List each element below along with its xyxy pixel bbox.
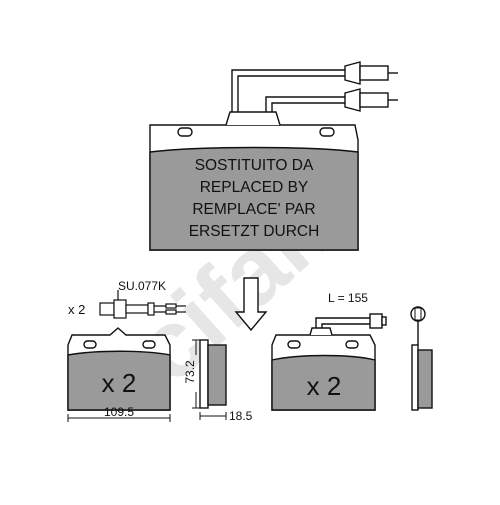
pad-left-width-dim [67,414,171,422]
side-thickness: 18.5 [229,409,253,423]
pad-right-side-view [410,306,433,411]
notice-line-3: REMPLACE' PAR [192,201,315,218]
pad-left-width: 109.5 [104,405,134,419]
pad-left-height: 73.2 [183,360,197,384]
notice-line-2: REPLACED BY [200,179,309,196]
pad-right [271,313,387,411]
wire-connector-top [344,61,398,85]
pad-left [67,327,171,411]
replaced-notice: SOSTITUITO DA REPLACED BY REMPLACE' PAR … [189,157,320,240]
side-view [192,339,227,420]
pad-left-qty: x 2 [102,368,137,398]
sensor-code: SU.077K [118,279,166,293]
top-pad [149,61,398,251]
wire-connector-bottom [344,88,398,112]
notice-line-1: SOSTITUITO DA [195,157,314,174]
notice-line-4: ERSETZT DURCH [189,223,320,240]
pad-right-qty: x 2 [307,371,342,401]
sensor-drawing [99,290,186,319]
sensor-qty: x 2 [68,302,85,317]
wire-length-label: L = 155 [328,291,368,305]
down-arrow [234,277,268,332]
